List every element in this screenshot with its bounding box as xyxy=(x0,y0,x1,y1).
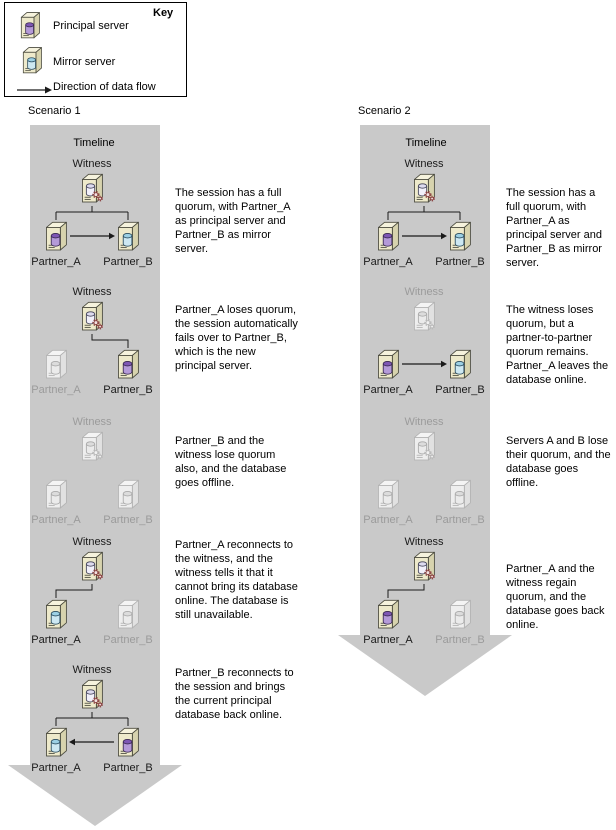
data-flow-arrow-icon xyxy=(17,86,52,94)
partner-a-server-icon xyxy=(378,480,398,508)
witness-label: Witness xyxy=(404,158,444,170)
stage-caption: The session has a full quorum, with Part… xyxy=(175,187,290,255)
witness-links xyxy=(91,334,129,348)
partner-b-label: Partner_B xyxy=(435,256,485,268)
partner-a-label: Partner_A xyxy=(31,256,81,268)
partner-a-server-icon xyxy=(46,600,66,628)
stage-caption: Partner_A reconnects to the witness, and… xyxy=(175,539,298,621)
partner-b-label: Partner_B xyxy=(435,514,485,526)
witness-label: Witness xyxy=(404,536,444,548)
stage-diagram: Witness Partner_A Partner_B xyxy=(363,158,485,268)
partner-a-label: Partner_A xyxy=(31,762,81,774)
stage-diagram: Witness Partner_A Partner_B xyxy=(363,416,485,526)
witness-server-icon xyxy=(82,174,102,202)
stage-caption: Partner_A and the witness regain quorum,… xyxy=(506,563,605,631)
witness-server-icon xyxy=(414,552,434,580)
stage-caption: The session has a full quorum, with Part… xyxy=(506,187,602,269)
stage-caption: Partner_B and the witness lose quorum al… xyxy=(175,435,287,489)
stage-caption: Partner_B reconnects to the session and … xyxy=(175,667,294,721)
partner-b-server-icon xyxy=(118,222,138,250)
witness-server-icon xyxy=(82,552,102,580)
key-box: Key Principal server Mirror server Direc… xyxy=(4,2,187,97)
partner-b-server-icon xyxy=(118,480,138,508)
stage-diagram: Witness Partner_A Partner_B xyxy=(31,536,153,646)
witness-label: Witness xyxy=(72,158,112,170)
key-item-label: Direction of data flow xyxy=(53,81,156,93)
key-item-label: Mirror server xyxy=(53,56,116,68)
partner-a-server-icon xyxy=(378,350,398,378)
witness-label: Witness xyxy=(72,664,112,676)
key-title: Key xyxy=(153,7,174,19)
data-flow-arrow xyxy=(70,232,115,240)
partner-a-label: Partner_A xyxy=(31,514,81,526)
partner-a-server-icon xyxy=(46,728,66,756)
partner-b-label: Partner_B xyxy=(103,256,153,268)
witness-links xyxy=(55,206,129,220)
key-item-label: Principal server xyxy=(53,20,129,32)
partner-b-label: Partner_B xyxy=(103,514,153,526)
partner-a-server-icon xyxy=(46,480,66,508)
mirror-server-icon xyxy=(20,46,44,76)
partner-b-server-icon xyxy=(118,350,138,378)
scenario-2-title: Scenario 2 xyxy=(358,105,411,117)
timeline-label: Timeline xyxy=(405,137,447,149)
stage-caption: Servers A and B lose their quorum, and t… xyxy=(506,435,611,489)
scenario-1-title: Scenario 1 xyxy=(28,105,81,117)
witness-label: Witness xyxy=(404,286,444,298)
witness-server-icon xyxy=(414,432,434,460)
witness-server-icon xyxy=(82,432,102,460)
witness-label: Witness xyxy=(72,416,112,428)
data-flow-arrow xyxy=(402,232,447,240)
partner-a-label: Partner_A xyxy=(31,384,81,396)
partner-b-server-icon xyxy=(450,600,470,628)
partner-b-label: Partner_B xyxy=(435,634,485,646)
stage-caption: The witness loses quorum, but a partner-… xyxy=(506,304,609,386)
partner-b-server-icon xyxy=(118,600,138,628)
witness-links xyxy=(55,584,93,598)
witness-label: Witness xyxy=(404,416,444,428)
stage-caption: Partner_A loses quorum, the session auto… xyxy=(175,304,298,372)
partner-a-server-icon xyxy=(378,222,398,250)
partner-b-label: Partner_B xyxy=(103,634,153,646)
partner-a-label: Partner_A xyxy=(363,256,413,268)
stage-diagram: Witness Partner_A Partner_B xyxy=(363,286,485,396)
witness-server-icon xyxy=(414,174,434,202)
witness-links xyxy=(55,712,129,726)
stage-diagram: Witness Partner_A Partner_B xyxy=(31,416,153,526)
partner-a-server-icon xyxy=(378,600,398,628)
stage-diagram: Witness Partner_A Partner_B xyxy=(31,286,153,396)
partner-a-label: Partner_A xyxy=(31,634,81,646)
data-flow-arrow xyxy=(402,360,447,368)
timeline-label: Timeline xyxy=(73,137,115,149)
data-flow-arrow xyxy=(69,738,114,746)
witness-links xyxy=(387,206,461,220)
partner-b-label: Partner_B xyxy=(435,384,485,396)
witness-server-icon xyxy=(82,302,102,330)
partner-a-label: Partner_A xyxy=(363,514,413,526)
witness-server-icon xyxy=(414,302,434,330)
witness-label: Witness xyxy=(72,286,112,298)
partner-b-server-icon xyxy=(450,480,470,508)
principal-server-icon xyxy=(18,11,42,41)
timeline-arrow-scenario-1 xyxy=(8,125,182,826)
partner-b-server-icon xyxy=(118,728,138,756)
partner-a-label: Partner_A xyxy=(363,384,413,396)
partner-a-server-icon xyxy=(46,222,66,250)
witness-server-icon xyxy=(82,680,102,708)
partner-b-label: Partner_B xyxy=(103,762,153,774)
partner-a-server-icon xyxy=(46,350,66,378)
timeline-arrow-scenario-2 xyxy=(338,125,512,696)
partner-a-label: Partner_A xyxy=(363,634,413,646)
stage-diagram: Witness Partner_A Partner_B xyxy=(31,664,153,774)
witness-links xyxy=(387,584,425,598)
stage-diagram: Witness Partner_A Partner_B xyxy=(31,158,153,268)
partner-b-server-icon xyxy=(450,222,470,250)
stage-diagram: Witness Partner_A Partner_B xyxy=(363,536,485,646)
partner-b-server-icon xyxy=(450,350,470,378)
partner-b-label: Partner_B xyxy=(103,384,153,396)
witness-label: Witness xyxy=(72,536,112,548)
